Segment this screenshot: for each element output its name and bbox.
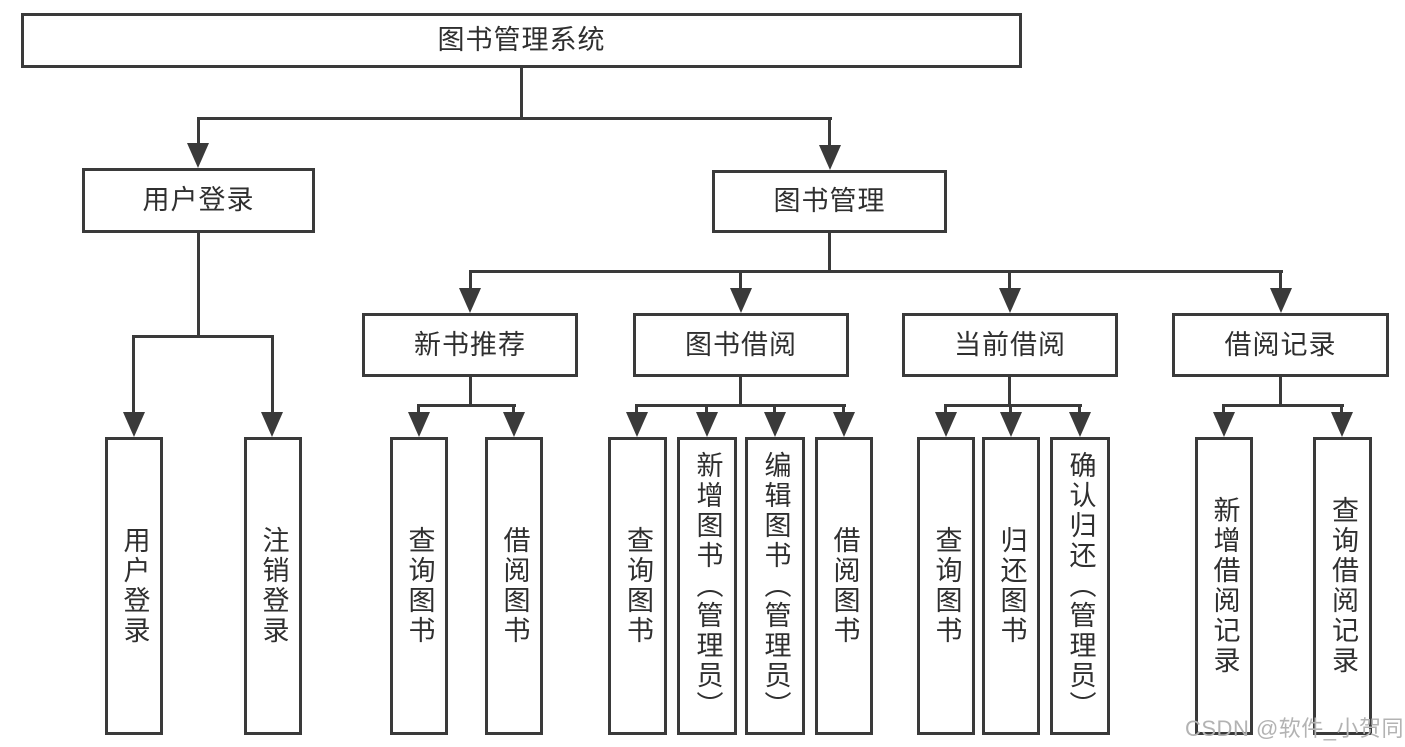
arrowhead-icon [459, 288, 481, 313]
connector [828, 117, 831, 148]
leaf-borrow-edit-book: 编辑图书（管理员） [745, 437, 805, 735]
arrowhead-icon [935, 412, 957, 437]
leaf-borrow-book-label: 借阅图书 [829, 526, 860, 646]
connector [944, 404, 1082, 407]
node-current-borrow: 当前借阅 [902, 313, 1118, 377]
node-user-login: 用户登录 [82, 168, 315, 233]
node-user-login-label: 用户登录 [142, 185, 255, 215]
connector [705, 404, 708, 416]
connector [271, 335, 274, 415]
node-new-book-recommend-label: 新书推荐 [414, 329, 526, 360]
connector [469, 270, 1283, 273]
leaf-query-borrow-record: 查询借阅记录 [1313, 437, 1372, 735]
connector [773, 404, 776, 416]
arrowhead-icon [819, 145, 841, 170]
connector [417, 404, 420, 416]
connector [132, 335, 135, 415]
connector [520, 66, 523, 119]
connector [197, 117, 200, 146]
node-new-book-recommend: 新书推荐 [362, 313, 578, 377]
arrowhead-icon [261, 412, 283, 437]
arrowhead-icon [503, 412, 525, 437]
leaf-borrow-add-book: 新增图书（管理员） [677, 437, 737, 735]
connector [842, 404, 845, 416]
arrowhead-icon [187, 143, 209, 168]
leaf-query-borrow-record-label: 查询借阅记录 [1328, 496, 1358, 676]
connector [1222, 404, 1344, 407]
leaf-current-query-label: 查询图书 [931, 526, 962, 646]
leaf-confirm-return: 确认归还（管理员） [1050, 437, 1110, 735]
arrowhead-icon [1000, 412, 1022, 437]
arrowhead-icon [696, 412, 718, 437]
node-book-borrow-label: 图书借阅 [685, 329, 797, 360]
leaf-newbook-borrow: 借阅图书 [485, 437, 543, 735]
node-borrow-records: 借阅记录 [1172, 313, 1389, 377]
node-root: 图书管理系统 [21, 13, 1022, 68]
leaf-newbook-borrow-label: 借阅图书 [499, 526, 530, 646]
connector [739, 270, 742, 292]
leaf-add-borrow-record-label: 新增借阅记录 [1209, 496, 1240, 676]
connector [635, 404, 846, 407]
connector [828, 230, 831, 273]
leaf-current-query: 查询图书 [917, 437, 975, 735]
arrowhead-icon [123, 412, 145, 437]
arrowhead-icon [626, 412, 648, 437]
connector [1078, 404, 1081, 416]
arrowhead-icon [999, 288, 1021, 313]
leaf-user-login: 用户登录 [105, 437, 163, 735]
connector [512, 404, 515, 416]
arrowhead-icon [408, 412, 430, 437]
connector [1340, 404, 1343, 416]
connector [944, 404, 947, 416]
leaf-add-borrow-record: 新增借阅记录 [1195, 437, 1253, 735]
connector [1009, 404, 1012, 416]
leaf-return-book: 归还图书 [982, 437, 1040, 735]
arrowhead-icon [1069, 412, 1091, 437]
node-current-borrow-label: 当前借阅 [954, 329, 1066, 360]
leaf-borrow-query-label: 查询图书 [623, 526, 653, 646]
csdn-watermark: CSDN @软件_小贺同学 [1185, 716, 1405, 741]
node-book-borrow: 图书借阅 [633, 313, 849, 377]
arrowhead-icon [833, 412, 855, 437]
node-book-management: 图书管理 [712, 170, 947, 233]
node-book-management-label: 图书管理 [773, 186, 886, 216]
connector [469, 375, 472, 406]
leaf-borrow-edit-book-label: 编辑图书（管理员） [760, 451, 791, 721]
node-root-label: 图书管理系统 [437, 25, 606, 55]
connector [1222, 404, 1225, 416]
connector [132, 335, 274, 338]
arrowhead-icon [1331, 412, 1353, 437]
connector [1279, 375, 1282, 406]
connector [635, 404, 638, 416]
leaf-newbook-query-label: 查询图书 [404, 526, 435, 646]
connector [1279, 270, 1282, 292]
arrowhead-icon [730, 288, 752, 313]
leaf-newbook-query: 查询图书 [390, 437, 448, 735]
connector [1008, 375, 1011, 406]
connector [197, 231, 200, 337]
leaf-logout-label: 注销登录 [258, 526, 289, 646]
connector [1008, 270, 1011, 292]
arrowhead-icon [764, 412, 786, 437]
leaf-borrow-query: 查询图书 [608, 437, 667, 735]
connector [417, 404, 516, 407]
connector [739, 375, 742, 406]
connector [469, 270, 472, 292]
leaf-borrow-add-book-label: 新增图书（管理员） [692, 451, 723, 721]
arrowhead-icon [1270, 288, 1292, 313]
leaf-return-book-label: 归还图书 [996, 526, 1027, 646]
arrowhead-icon [1213, 412, 1235, 437]
leaf-confirm-return-label: 确认归还（管理员） [1065, 451, 1096, 721]
leaf-logout: 注销登录 [244, 437, 302, 735]
node-borrow-records-label: 借阅记录 [1224, 329, 1337, 360]
connector [197, 117, 832, 120]
leaf-user-login-label: 用户登录 [119, 526, 150, 646]
leaf-borrow-book: 借阅图书 [815, 437, 873, 735]
